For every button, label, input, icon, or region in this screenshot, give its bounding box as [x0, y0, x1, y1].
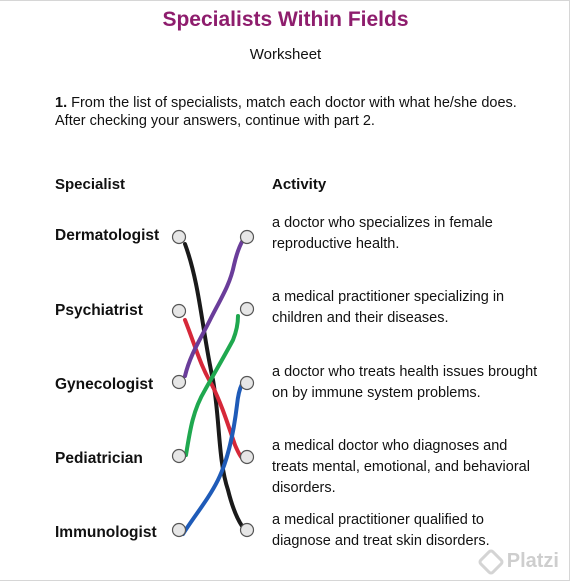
connector-dot-right[interactable]	[239, 375, 255, 391]
platzi-watermark: Platzi	[476, 547, 559, 576]
connector-dot-left[interactable]	[171, 374, 187, 390]
activity-item: a medical doctor who diagnoses and treat…	[272, 438, 530, 496]
activity-column-header: Activity	[272, 176, 327, 193]
specialist-pediatrician: Pediatrician	[55, 450, 143, 467]
match-line-immunologist[interactable]	[181, 382, 244, 536]
connector-dot-right[interactable]	[239, 229, 255, 245]
activity-item: a medical practitioner specializing in c…	[272, 289, 505, 326]
connector-dot-left[interactable]	[171, 229, 187, 245]
instruction-number: 1.	[55, 95, 68, 111]
connector-dot-left[interactable]	[171, 303, 187, 319]
match-line-psychiatrist[interactable]	[183, 318, 244, 460]
connector-dot-left[interactable]	[171, 522, 187, 538]
specialist-psychiatrist: Psychiatrist	[55, 302, 143, 319]
instructions: 1. From the list of specialists, match e…	[55, 94, 525, 130]
activity-item: a doctor who treats health issues brough…	[272, 364, 538, 401]
page-subtitle: Worksheet	[249, 46, 322, 63]
connector-dot-left[interactable]	[171, 448, 187, 464]
specialist-column-header: Specialist	[55, 176, 126, 193]
specialist-gynecologist: Gynecologist	[55, 376, 154, 393]
connector-dot-right[interactable]	[239, 449, 255, 465]
match-line-pediatrician[interactable]	[184, 314, 240, 457]
platzi-logo-icon	[476, 547, 505, 576]
connector-dot-right[interactable]	[239, 301, 255, 317]
instruction-text: From the list of specialists, match each…	[55, 95, 517, 129]
activity-item: a medical practitioner qualified to diag…	[272, 512, 490, 549]
activity-item: a doctor who specializes in female repro…	[272, 215, 493, 252]
specialist-dermatologist: Dermatologist	[55, 227, 160, 244]
match-line-gynecologist[interactable]	[183, 238, 245, 378]
specialist-immunologist: Immunologist	[55, 524, 157, 541]
connector-dot-right[interactable]	[239, 522, 255, 538]
watermark-text: Platzi	[506, 550, 559, 572]
match-line-dermatologist[interactable]	[183, 242, 244, 528]
page-title: Specialists Within Fields	[162, 8, 409, 31]
